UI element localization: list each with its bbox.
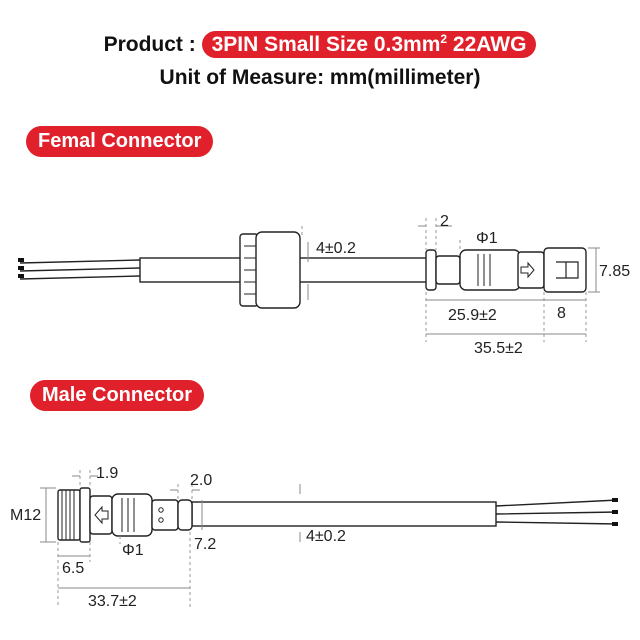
male-body — [111, 493, 153, 537]
male-thread-dimension: M12 — [10, 507, 41, 524]
male-body-ribs — [121, 498, 135, 532]
male-sleeve — [151, 499, 179, 531]
unit-label: Unit of Measure: — [159, 66, 325, 89]
male-cable-dimension: 4±0.2 — [306, 528, 346, 545]
unit-value: mm(millimeter) — [329, 66, 481, 89]
male-height-dimension: 7.2 — [194, 536, 216, 553]
female-wire-leads — [19, 259, 141, 280]
female-tip — [543, 247, 587, 293]
product-awg: 22AWG — [447, 33, 527, 56]
male-pin-hole-2 — [158, 517, 164, 523]
male-thread — [57, 489, 81, 541]
female-total-length-dimension: 35.5±2 — [474, 340, 523, 357]
male-wire-tips — [612, 498, 618, 526]
male-pin-hole-1 — [158, 507, 164, 513]
female-collar — [425, 249, 437, 291]
female-nut-ribs — [244, 245, 256, 295]
male-diameter-dimension: Φ1 — [122, 542, 144, 559]
female-nut — [255, 231, 301, 309]
male-flange-dimension: 1.9 — [96, 465, 118, 482]
female-height-dimension: 7.85 — [599, 263, 630, 280]
male-gap-dimension: 2.0 — [190, 472, 212, 489]
male-nose-dimension: 6.5 — [62, 560, 84, 577]
female-gap-dimension: 2 — [440, 213, 449, 230]
female-wire-tips — [18, 258, 24, 278]
product-superscript: 2 — [440, 32, 448, 46]
female-nut-dimension: 4±0.2 — [316, 240, 356, 257]
product-value-badge: 3PIN Small Size 0.3mm2 22AWG — [201, 31, 537, 58]
female-body-length-dimension: 25.9±2 — [448, 307, 497, 324]
male-wire-leads — [495, 499, 619, 525]
arrow-left-icon — [94, 505, 109, 525]
female-section-title: Femal Connector — [26, 126, 214, 157]
female-tip-pins — [556, 261, 579, 279]
male-connector-drawing: 1.9 2.0 M12 Φ1 7.2 4±0.2 6.5 33.7±2 — [10, 465, 619, 610]
product-value: 3PIN Small Size 0.3mm — [211, 33, 441, 56]
male-section-title: Male Connector — [30, 380, 205, 411]
product-label: Product : — [103, 33, 196, 56]
female-body-ribs — [477, 254, 491, 286]
female-diameter-dimension: Φ1 — [476, 230, 498, 247]
female-tip-length-dimension: 8 — [557, 305, 566, 322]
arrow-right-icon — [520, 261, 535, 279]
male-total-length-dimension: 33.7±2 — [88, 593, 137, 610]
female-connector-drawing: 4±0.2 2 Φ1 7.85 25.9±2 8 35.5±2 — [18, 213, 630, 357]
unit-line: Unit of Measure: mm(millimeter) — [0, 66, 640, 90]
male-flange — [79, 487, 91, 543]
male-cable — [191, 501, 497, 527]
male-collar — [177, 499, 193, 531]
male-thread-lines — [61, 490, 75, 540]
product-line: Product : 3PIN Small Size 0.3mm2 22AWG — [0, 31, 640, 58]
female-neck — [435, 255, 461, 285]
